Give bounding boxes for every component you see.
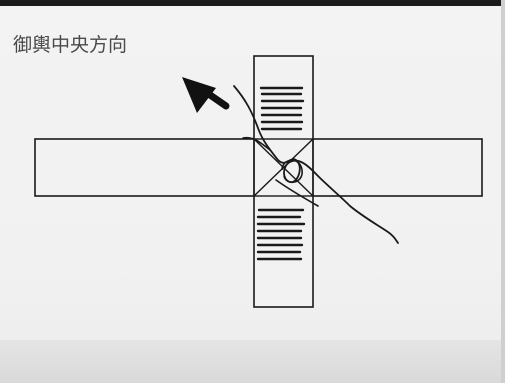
arrow-icon — [182, 77, 230, 113]
photo-top-edge — [0, 0, 505, 6]
upper-hatching — [259, 86, 305, 131]
photo-right-edge — [501, 0, 505, 383]
paper-shadow — [0, 340, 505, 383]
diagram-caption: 御輿中央方向 — [13, 34, 128, 56]
hand-drawn-route — [233, 85, 399, 244]
hand-drawn-route-branch — [242, 136, 319, 207]
hand-drawn-loop — [281, 159, 303, 183]
crossing-box — [253, 138, 314, 197]
lower-hatching — [256, 208, 306, 261]
